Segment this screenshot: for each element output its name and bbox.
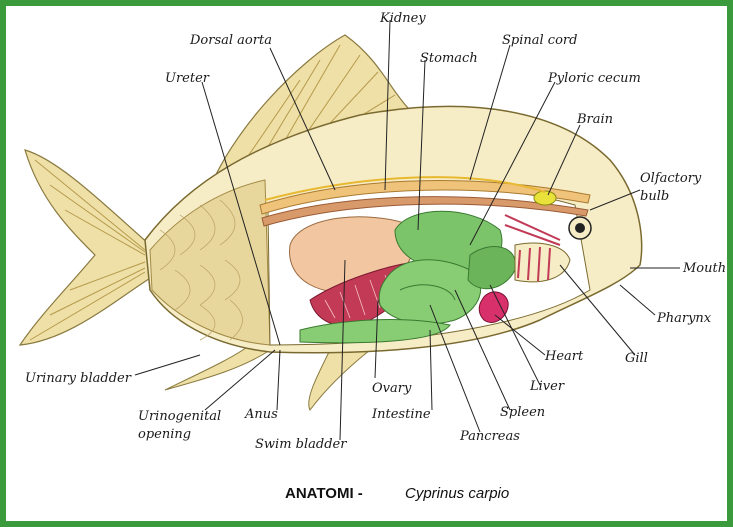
- label-spinal-cord: Spinal cord: [502, 33, 577, 48]
- label-olfactory-bulb-1: Olfactory: [640, 171, 702, 186]
- label-intestine: Intestine: [371, 407, 431, 422]
- eye: [569, 217, 591, 239]
- caudal-fin: [20, 150, 155, 345]
- brain: [534, 191, 556, 205]
- label-brain: Brain: [576, 112, 613, 127]
- caption-title: ANATOMI -: [285, 485, 363, 502]
- label-urinary-bladder: Urinary bladder: [25, 371, 132, 386]
- label-ovary: Ovary: [372, 381, 412, 396]
- label-anus: Anus: [244, 407, 278, 422]
- label-ureter: Ureter: [165, 71, 210, 86]
- label-kidney: Kidney: [379, 11, 426, 26]
- label-stomach: Stomach: [420, 51, 478, 66]
- label-pancreas: Pancreas: [459, 429, 520, 444]
- label-mouth: Mouth: [682, 261, 726, 276]
- label-liver: Liver: [529, 379, 565, 394]
- label-swim-bladder: Swim bladder: [255, 437, 347, 452]
- label-dorsal-aorta: Dorsal aorta: [189, 33, 272, 48]
- label-urinogenital-1: Urinogenital: [138, 409, 221, 424]
- pelvic-fin: [165, 345, 370, 410]
- label-spleen: Spleen: [500, 405, 545, 420]
- caption-species: Cyprinus carpio: [405, 485, 509, 502]
- label-olfactory-bulb-2: bulb: [640, 189, 669, 204]
- caption: ANATOMI - Cyprinus carpio: [285, 485, 509, 502]
- label-heart: Heart: [544, 349, 584, 364]
- label-gill: Gill: [625, 351, 648, 366]
- label-pharynx: Pharynx: [656, 311, 712, 326]
- label-pyloric-cecum: Pyloric cecum: [547, 71, 641, 86]
- label-urinogenital-2: opening: [138, 427, 191, 442]
